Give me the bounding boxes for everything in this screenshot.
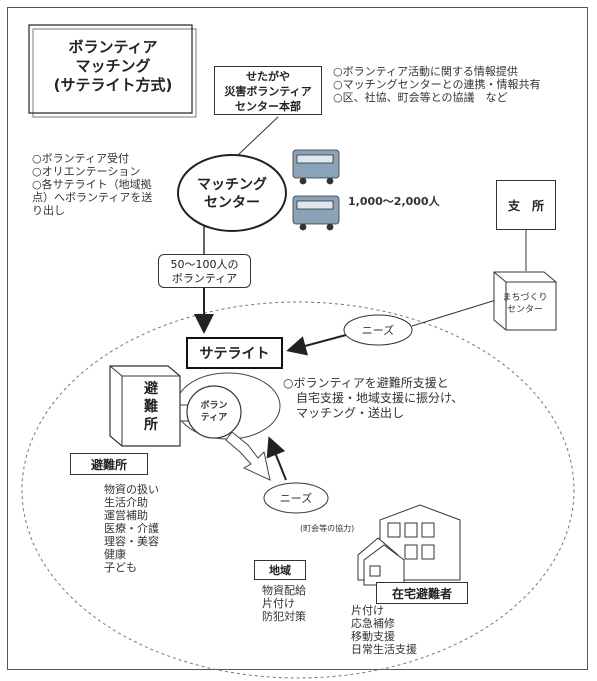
satellite-note: 自宅支援・地域支援に振分け、 bbox=[296, 391, 464, 405]
hq-note: ○ボランティア活動に関する情報提供 bbox=[333, 65, 518, 78]
home-items: 片付け 応急補修 移動支援 日常生活支援 bbox=[351, 604, 417, 656]
home-item: 日常生活支援 bbox=[351, 643, 417, 656]
needs-top-label: ニーズ bbox=[361, 324, 395, 337]
hq-line-3: センター本部 bbox=[235, 100, 301, 113]
cooperation-note: (町会等の協力) bbox=[300, 524, 355, 533]
shelter-building-shape bbox=[109, 365, 181, 447]
needs-to-satellite-up-arrow bbox=[266, 436, 287, 481]
branch-label: 支 所 bbox=[507, 198, 544, 213]
title-line-2: マッチング bbox=[75, 57, 151, 75]
matching-center-ellipse bbox=[177, 154, 287, 232]
satellite-note: マッチング・送出し bbox=[296, 406, 405, 420]
home-label: 在宅避難者 bbox=[391, 586, 452, 601]
area-label-box: 地域 bbox=[254, 560, 306, 580]
shelter-item: 理容・美容 bbox=[104, 535, 159, 548]
matching-center-line-2: センター bbox=[204, 195, 260, 211]
shelter-char: 難 bbox=[144, 399, 158, 415]
bus-icon bbox=[292, 149, 340, 185]
needs-top-ellipse bbox=[343, 314, 413, 346]
satellite-label: サテライト bbox=[199, 346, 270, 362]
hq-line-1: せたがや bbox=[246, 70, 290, 83]
shelter-building-label: 避 難 所 bbox=[126, 380, 176, 434]
house-icon bbox=[357, 537, 405, 586]
volunteer-line-1: ボラン bbox=[200, 401, 228, 411]
shelter-char: 避 bbox=[144, 381, 158, 397]
hq-box: せたがや 災害ボランティア センター本部 bbox=[214, 66, 322, 115]
machizukuri-to-needs-line bbox=[411, 299, 497, 327]
shelter-item: 生活介助 bbox=[104, 496, 148, 509]
title-box-shape bbox=[28, 24, 193, 114]
area-items: 物資配給 片付け 防犯対策 bbox=[262, 584, 306, 623]
shelter-label-box: 避難所 bbox=[70, 453, 148, 475]
title-line-3: (サテライト方式) bbox=[53, 76, 173, 94]
satellite-notes: ○ボランティアを避難所支援と 自宅支援・地域支援に振分け、 マッチング・送出し bbox=[283, 376, 463, 421]
area-item: 片付け bbox=[262, 597, 295, 610]
shelter-label: 避難所 bbox=[90, 457, 127, 472]
title: ボランティア マッチング (サテライト方式) bbox=[37, 38, 189, 95]
branch-box: 支 所 bbox=[496, 180, 556, 230]
dispatch-line-1: 50～100人の bbox=[170, 258, 239, 271]
diagram-frame bbox=[7, 7, 588, 670]
satellite-note: ○ボランティアを避難所支援と bbox=[283, 376, 449, 390]
matching-center-line-1: マッチング bbox=[197, 177, 267, 193]
area-item: 防犯対策 bbox=[262, 610, 306, 623]
area-boundary-ellipse bbox=[21, 301, 575, 679]
machizukuri-line-2: センター bbox=[506, 305, 543, 315]
hq-line-2: 災害ボランティア bbox=[224, 85, 312, 98]
volunteer-count: 1,000～2,000人 bbox=[348, 195, 440, 208]
matching-note: り出し bbox=[32, 204, 65, 217]
shelter-item: 運営補助 bbox=[104, 509, 148, 522]
machizukuri-box-shape bbox=[493, 271, 557, 331]
shelter-item: 物資の扱い bbox=[104, 483, 159, 496]
home-item: 移動支援 bbox=[351, 630, 395, 643]
hq-notes: ○ボランティア活動に関する情報提供 ○マッチングセンターとの連携・情報共有 ○区… bbox=[333, 65, 541, 104]
matching-notes: ○ボランティア受付 ○オリエンテーション ○各サテライト（地域拠 点）へボランテ… bbox=[32, 152, 152, 217]
needs-to-satellite-arrow bbox=[286, 334, 347, 356]
dispatch-line-2: ボランティア bbox=[171, 272, 238, 285]
hq-note: ○マッチングセンターとの連携・情報共有 bbox=[333, 78, 541, 91]
volunteer-circle bbox=[186, 385, 242, 439]
dispatch-box: 50～100人の ボランティア bbox=[158, 254, 251, 288]
shelter-item: 健康 bbox=[104, 548, 126, 561]
to-needs-arrow bbox=[225, 431, 271, 481]
home-label-box: 在宅避難者 bbox=[376, 582, 468, 604]
matching-note: ○各サテライト（地域拠 bbox=[32, 178, 152, 191]
home-item: 応急補修 bbox=[351, 617, 395, 630]
area-label: 地域 bbox=[269, 564, 291, 577]
matching-note: ○オリエンテーション bbox=[32, 165, 141, 178]
area-item: 物資配給 bbox=[262, 584, 306, 597]
shelter-items: 物資の扱い 生活介助 運営補助 医療・介護 理容・美容 健康 子ども bbox=[104, 483, 159, 574]
hq-link-line bbox=[237, 116, 279, 156]
needs-bottom-label: ニーズ bbox=[279, 492, 313, 505]
shelter-item: 子ども bbox=[104, 561, 137, 574]
volunteer-node: ボラン ティア bbox=[195, 400, 233, 424]
shelter-char: 所 bbox=[144, 417, 158, 433]
home-item: 片付け bbox=[351, 604, 384, 617]
satellite-box: サテライト bbox=[186, 337, 283, 369]
matching-note: 点）へボランティアを送 bbox=[32, 191, 153, 204]
matching-note: ○ボランティア受付 bbox=[32, 152, 129, 165]
matching-center: マッチング センター bbox=[180, 176, 284, 212]
volunteer-line-2: ティア bbox=[200, 413, 228, 423]
bus-icon-2 bbox=[292, 195, 340, 231]
machizukuri-center: まちづくり センター bbox=[500, 292, 550, 316]
machizukuri-line-1: まちづくり bbox=[502, 293, 548, 303]
hq-note: ○区、社協、町会等との協議 など bbox=[333, 91, 508, 104]
title-line-1: ボランティア bbox=[68, 38, 158, 56]
shelter-item: 医療・介護 bbox=[104, 522, 159, 535]
needs-bottom-ellipse bbox=[263, 482, 329, 514]
